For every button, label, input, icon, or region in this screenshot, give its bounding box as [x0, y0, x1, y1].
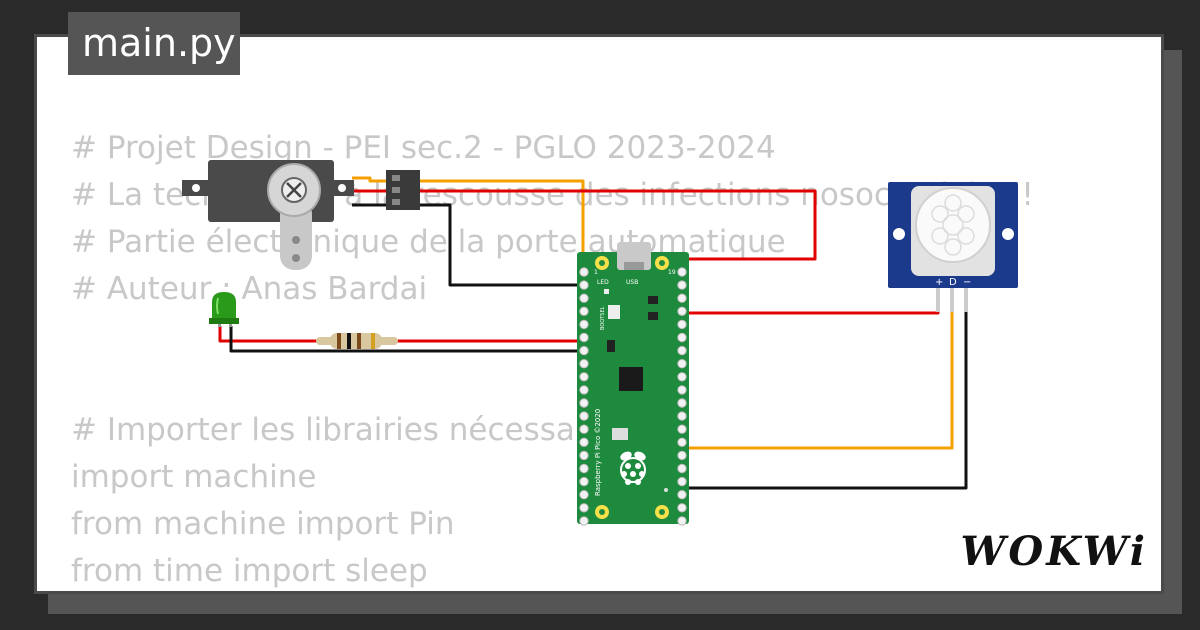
wire-servo-signal: [352, 176, 585, 262]
bootsel-label: BOOTSEL: [600, 306, 606, 330]
fresnel-lens-icon: [931, 194, 975, 256]
header-pin[interactable]: [677, 411, 687, 421]
header-pin[interactable]: [677, 450, 687, 461]
header-pin[interactable]: [579, 450, 589, 461]
resistor[interactable]: [316, 333, 398, 349]
wire-pir-ground: [680, 290, 968, 490]
header-pin[interactable]: [677, 319, 687, 330]
header-pin[interactable]: [677, 516, 687, 526]
header-pin[interactable]: [677, 306, 687, 316]
header-pin[interactable]: [579, 398, 589, 408]
header-pin[interactable]: [677, 293, 687, 303]
code-line: # Projet Design - PEI sec.2 - PGLO 2023-…: [71, 130, 776, 166]
header-pin[interactable]: [677, 359, 687, 369]
wire-servo-power: [352, 189, 817, 261]
header-pin[interactable]: [579, 306, 589, 316]
wire-pir-power: [680, 290, 940, 315]
header-pin[interactable]: [677, 345, 687, 356]
file-tab[interactable]: main.py: [68, 12, 240, 75]
header-pin[interactable]: [579, 516, 589, 526]
header-pin[interactable]: [677, 476, 687, 487]
header-pin[interactable]: [579, 385, 589, 395]
pir-label-minus: −: [963, 277, 971, 288]
wire-pir-data: [680, 290, 954, 450]
raspberry-logo-icon: [620, 451, 646, 485]
header-pin[interactable]: [579, 319, 589, 330]
header-pin[interactable]: [677, 372, 687, 382]
pir-label-plus: +: [935, 277, 943, 288]
header-pin[interactable]: [579, 424, 589, 434]
header-pin[interactable]: [677, 490, 687, 500]
pin-1-label: 1: [594, 269, 598, 276]
header-pin[interactable]: [579, 437, 589, 447]
header-pin[interactable]: [579, 332, 589, 343]
usb-label: USB: [626, 279, 638, 286]
header-pin[interactable]: [579, 267, 589, 277]
header-pin[interactable]: [579, 463, 589, 474]
pir-sensor[interactable]: + D −: [888, 182, 1018, 312]
pir-label-data: D: [949, 277, 957, 288]
header-pin[interactable]: [579, 503, 589, 513]
header-pin[interactable]: [579, 490, 589, 500]
header-pin[interactable]: [579, 476, 589, 487]
header-pin[interactable]: [579, 411, 589, 421]
code-line: from machine import Pin: [71, 506, 455, 542]
header-pin[interactable]: [677, 463, 687, 474]
pin-19-label: 19: [668, 269, 676, 276]
header-pin[interactable]: [579, 293, 589, 303]
header-pin[interactable]: [579, 372, 589, 382]
header-pin[interactable]: [677, 332, 687, 343]
board-model-label: Raspberry Pi Pico ©2020: [594, 409, 602, 496]
header-pin[interactable]: [579, 359, 589, 369]
pico-pins-left: [579, 267, 589, 526]
wire-led-cathode: [229, 326, 583, 353]
header-pin[interactable]: [677, 398, 687, 408]
pico-pins-right: [677, 267, 687, 526]
header-pin[interactable]: [677, 385, 687, 395]
wire-led-anode: [218, 326, 583, 343]
header-pin[interactable]: [677, 424, 687, 434]
header-pin[interactable]: [677, 437, 687, 447]
header-pin[interactable]: [677, 503, 687, 513]
header-pin[interactable]: [677, 267, 687, 277]
code-line: import machine: [71, 459, 317, 495]
header-pin[interactable]: [579, 345, 589, 356]
wire-servo-ground: [352, 203, 583, 287]
pico-board[interactable]: 1 19 LED USB BOOTSEL Raspberry Pi Pico ©…: [577, 242, 689, 526]
code-line: # Auteur : Anas Bardai: [71, 271, 428, 307]
header-pin[interactable]: [677, 280, 687, 290]
header-pin[interactable]: [579, 280, 589, 290]
code-line: from time import sleep: [71, 553, 428, 589]
servo-motor[interactable]: [182, 160, 420, 270]
led-green[interactable]: [209, 292, 239, 327]
wokwi-logo: WOKWi: [960, 528, 1148, 575]
led-label: LED: [597, 279, 609, 286]
